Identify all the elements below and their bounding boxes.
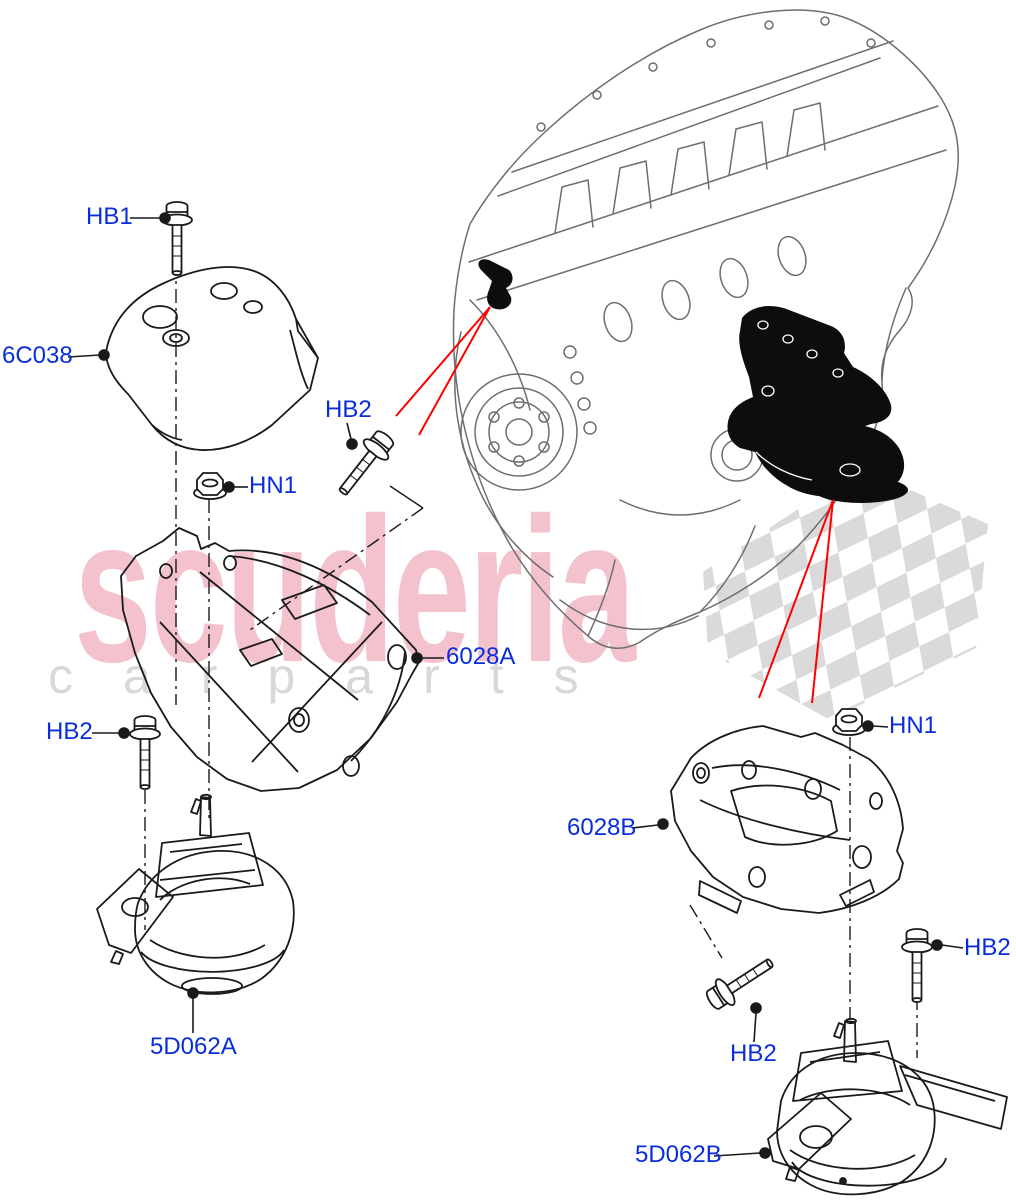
bolt-axis-elbow [389,485,424,509]
callout-label-hb2-upper: HB2 [325,396,372,423]
fastener-nut-hn1-left [193,472,227,500]
callout-label-6028b: 6028B [567,814,637,841]
callout-label-hb1: HB1 [86,203,133,230]
engine-mount-silhouette-details [755,320,861,481]
red-pointer-lines [395,306,834,704]
engine-mount-silhouette [478,259,908,503]
callout-label-5d062a: 5D062A [150,1033,237,1060]
fastener-nut-hn1-right [832,708,866,736]
part-mount-5D062A [96,793,295,995]
callout-label-6028a: 6028A [446,643,516,670]
part-cover-6C038 [105,266,319,451]
callout-label-5d062b: 5D062B [635,1141,722,1168]
callout-label-hn1-left: HN1 [249,472,298,499]
callout-label-hn1-right: HN1 [889,712,938,739]
fastener-bolt-hb2-upper [329,425,400,503]
callout-label-hb2-right: HB2 [964,934,1011,961]
part-mount-5D062B [767,1017,1008,1196]
checkered-flag-watermark [703,468,988,720]
fastener-bolt-hb2-middle [701,948,781,1016]
callout-leaders [67,212,964,1159]
engine-line-art [452,9,960,649]
part-bracket-6028A [120,527,420,792]
watermark-sub-brand: carparts [48,648,629,704]
fastener-bolt-hb2-left [129,715,161,790]
assembly-axis-lines [144,262,918,1058]
fastener-bolt-hb2-right [901,928,933,1003]
part-bracket-6028B [670,725,904,914]
callout-label-hb2-middle: HB2 [730,1040,777,1067]
callout-label-hb2-left: HB2 [46,718,93,745]
callout-label-6c038: 6C038 [2,342,73,369]
